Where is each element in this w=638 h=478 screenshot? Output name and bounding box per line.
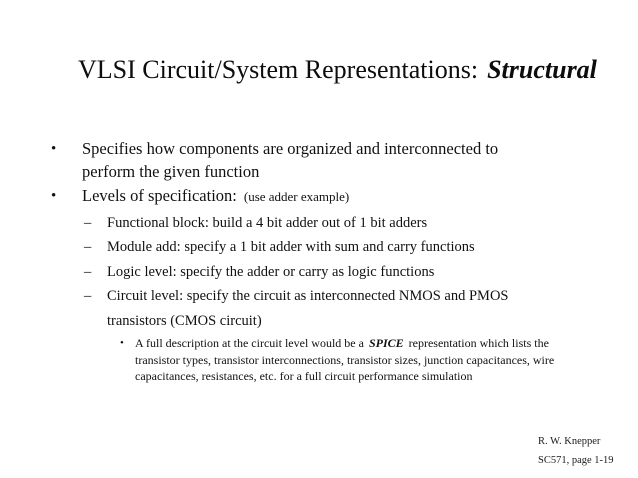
list-item: – Module add: specify a 1 bit adder with…	[0, 235, 638, 260]
list-item-note: (use adder example)	[243, 189, 350, 204]
dash-marker-icon: –	[84, 263, 92, 280]
outline-list: • Specifies how components are organized…	[0, 138, 638, 385]
list-item-emphasis: SPICE	[368, 336, 404, 350]
list-item-text-after: representation which lists the transisto…	[135, 336, 555, 383]
slide-footer: R. W. Knepper SC571, page 1-19	[538, 432, 638, 470]
page-title-main: VLSI Circuit/System Representations:	[78, 55, 479, 84]
list-item: – Functional block: build a 4 bit adder …	[0, 211, 638, 236]
list-item: • Specifies how components are organized…	[0, 138, 638, 183]
list-item: – Circuit level: specify the circuit as …	[0, 284, 638, 333]
footer-course-page: SC571, page 1-19	[538, 455, 614, 466]
page-title-emphasis: Structural	[487, 55, 597, 84]
bullet-marker-icon: •	[51, 188, 57, 204]
footer-author: R. W. Knepper	[538, 436, 601, 447]
list-item-text: Specifies how components are organized a…	[82, 139, 499, 181]
list-item-text: Module add: specify a 1 bit adder with s…	[107, 239, 475, 255]
bullet-marker-icon: •	[51, 141, 57, 157]
list-item-text: Functional block: build a 4 bit adder ou…	[107, 214, 428, 231]
dash-marker-icon: –	[84, 214, 92, 231]
list-item-text: Logic level: specify the adder or carry …	[107, 263, 435, 280]
page-title: VLSI Circuit/System Representations: Stru…	[78, 54, 598, 86]
list-item: – Logic level: specify the adder or carr…	[0, 260, 638, 285]
list-item-text: Circuit level: specify the circuit as in…	[107, 288, 509, 329]
dash-marker-icon: –	[84, 288, 92, 304]
bullet-marker-icon: •	[120, 337, 124, 349]
list-item: • Levels of specification: (use adder exa…	[0, 185, 638, 209]
list-item: • A full description at the circuit leve…	[0, 335, 638, 385]
list-item-text-before: A full description at the circuit level …	[135, 336, 364, 350]
dash-marker-icon: –	[84, 239, 92, 255]
list-item-text: Levels of specification:	[82, 186, 237, 205]
